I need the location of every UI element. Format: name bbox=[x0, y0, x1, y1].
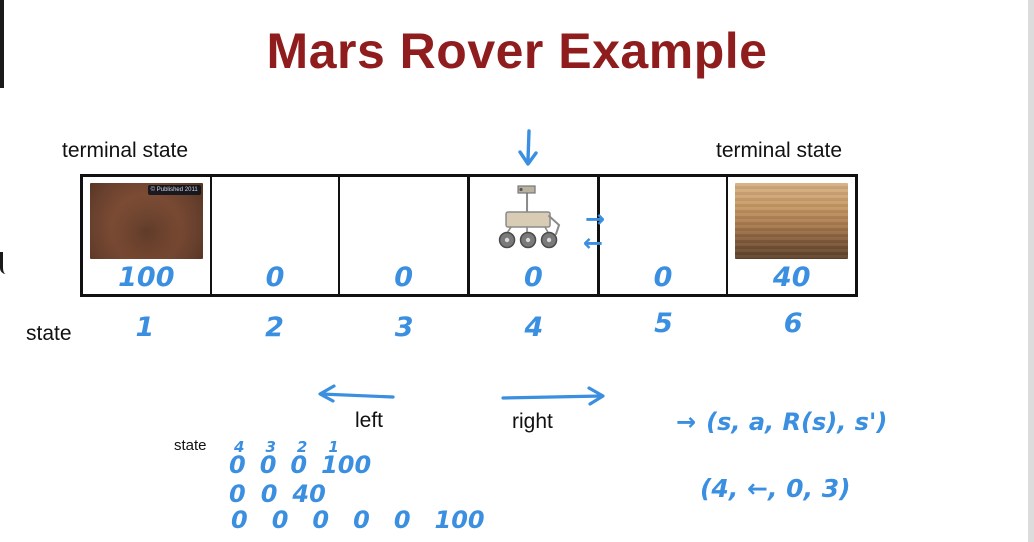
state-number-2: 2 bbox=[265, 312, 284, 343]
left-action-label: left bbox=[355, 409, 384, 432]
grid-cell-5: 0 bbox=[600, 177, 729, 294]
arrow-icon: → bbox=[676, 408, 697, 436]
state-number-4: 4 bbox=[524, 312, 544, 343]
matrix-row-1: 0 0 0 100 bbox=[229, 452, 371, 478]
left-arrow-icon: ← bbox=[583, 229, 604, 257]
grid-cell-2: 0 bbox=[212, 177, 341, 294]
right-action-arrow-icon bbox=[501, 394, 604, 400]
matrix-cell: 0 bbox=[353, 506, 370, 534]
state-row-label: state bbox=[26, 322, 72, 345]
tuple-example: (4, ←, 0, 3) bbox=[700, 474, 851, 503]
rover-icon bbox=[499, 185, 561, 249]
state-grid: © Published 2011 100 0 0 bbox=[80, 174, 858, 297]
right-edge-strip bbox=[1028, 0, 1034, 542]
matrix-header: 2 bbox=[296, 438, 308, 456]
state-number-1: 1 bbox=[135, 312, 155, 343]
matrix-cell: 0 bbox=[312, 506, 330, 534]
matrix-cell: 100 bbox=[434, 506, 485, 534]
matrix-row-2: 0 0 40 bbox=[229, 481, 326, 507]
state-number-6: 6 bbox=[783, 308, 803, 339]
mars-crater-image: © Published 2011 bbox=[90, 183, 203, 259]
right-action-label: right bbox=[512, 410, 553, 433]
action-arrows bbox=[318, 384, 605, 406]
matrix-cell: 0 bbox=[229, 451, 246, 479]
tuple-formula: → (s, a, R(s), s') bbox=[676, 408, 887, 436]
matrix-cell: 0 bbox=[290, 451, 308, 479]
grid-cell-6: 40 bbox=[728, 177, 855, 294]
reward-value: 0 bbox=[523, 262, 543, 293]
matrix-row-3: 0 0 0 0 0 100 bbox=[231, 507, 485, 533]
state-number-row: 1 2 3 4 5 6 bbox=[80, 308, 858, 343]
matrix-header: 3 bbox=[265, 438, 276, 456]
matrix-cell: 0 bbox=[260, 480, 278, 508]
terminal-state-label-left: terminal state bbox=[62, 139, 189, 162]
reward-value: 40 bbox=[772, 262, 811, 293]
grid-cell-3: 0 bbox=[340, 177, 470, 294]
grid-cell-1: © Published 2011 100 bbox=[83, 177, 212, 294]
page-title: Mars Rover Example bbox=[266, 23, 768, 79]
matrix-cell: 100 bbox=[321, 451, 372, 479]
matrix-cell: 0 bbox=[229, 480, 246, 508]
matrix-cell: 0 bbox=[271, 506, 289, 534]
grid-cell-4: 0 bbox=[469, 177, 600, 294]
matrix-state-label: state bbox=[174, 437, 207, 454]
matrix-headers: 4 3 2 1 bbox=[234, 438, 339, 456]
matrix-header: 4 bbox=[234, 438, 245, 456]
reward-value: 0 bbox=[653, 262, 673, 293]
matrix-cell: 0 bbox=[393, 506, 411, 534]
reward-value: 0 bbox=[394, 262, 414, 293]
reward-value: 0 bbox=[265, 262, 285, 293]
tuple-formula-text: (s, a, R(s), s') bbox=[706, 408, 888, 436]
mars-surface-image bbox=[735, 183, 849, 259]
state-number-5: 5 bbox=[654, 308, 673, 339]
matrix-cell: 0 bbox=[231, 506, 248, 534]
reward-value: 100 bbox=[118, 262, 175, 293]
left-edge-mark bbox=[0, 252, 8, 274]
down-arrow-icon bbox=[518, 129, 538, 166]
matrix-cell: 0 bbox=[259, 451, 277, 479]
image-caption: © Published 2011 bbox=[147, 185, 201, 195]
left-edge-artifact bbox=[0, 0, 4, 88]
state-number-3: 3 bbox=[394, 312, 414, 343]
terminal-state-label-right: terminal state bbox=[716, 139, 843, 162]
matrix-cell: 40 bbox=[292, 480, 326, 508]
right-arrow-icon: → bbox=[585, 205, 606, 233]
matrix-header: 1 bbox=[328, 438, 339, 456]
left-action-arrow-icon bbox=[319, 392, 395, 399]
